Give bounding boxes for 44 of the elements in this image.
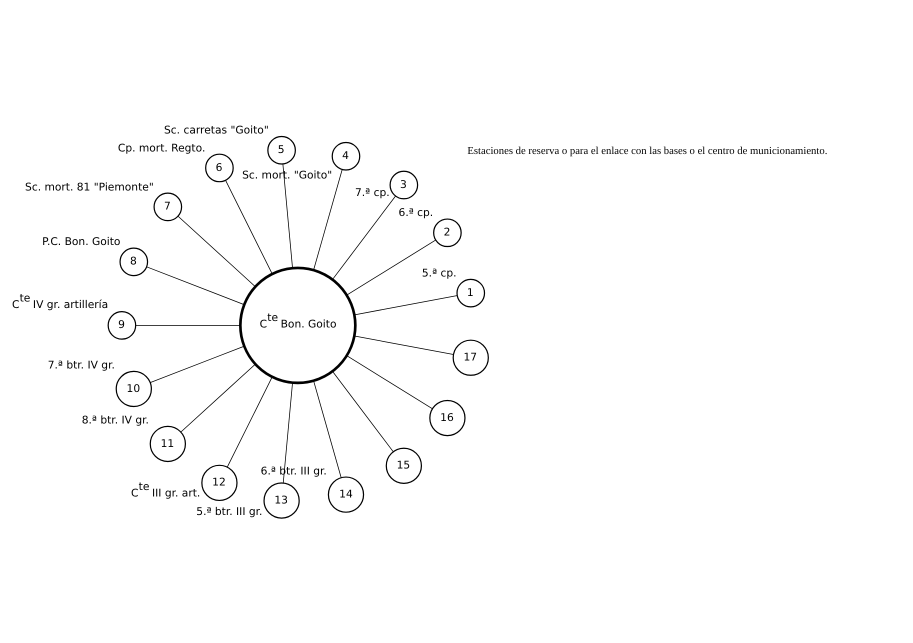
connector	[332, 196, 396, 280]
connector	[180, 364, 256, 433]
node-circle: 3	[390, 170, 418, 200]
node-label: P.C. Bon. Goito	[42, 235, 120, 248]
node-circle: 17	[452, 340, 489, 376]
connector	[346, 240, 436, 296]
node-circle: 6	[205, 154, 234, 182]
node-label: Sc. mort. 81 "Piemonte"	[25, 180, 154, 194]
node-label: 6.ª cp.	[398, 206, 434, 220]
node-circle: 4	[332, 142, 360, 171]
node-circle: 1	[456, 278, 486, 308]
node-circle: 7	[153, 192, 182, 222]
connector	[354, 336, 454, 355]
connector	[313, 169, 343, 270]
connector	[150, 346, 244, 384]
node-label: 5.ª cp.	[422, 266, 457, 280]
node-label: 7.ª cp.	[354, 186, 390, 199]
node-circle: 11	[150, 426, 186, 462]
node-circle: 2	[433, 218, 462, 248]
node-circle: 5	[267, 136, 296, 165]
node-circle: 13	[263, 482, 300, 519]
node-circle: 12	[201, 464, 238, 502]
node-circle: 9	[108, 311, 136, 340]
connector	[225, 180, 273, 274]
node-circle: 15	[386, 448, 422, 484]
connector	[354, 295, 458, 316]
node-circle: 14	[328, 476, 364, 513]
node-label: Cp. mort. Regto.	[118, 141, 206, 154]
connector	[332, 371, 394, 452]
node-label: Sc. carretas "Goito"	[164, 124, 269, 137]
node-circle: 16	[429, 400, 466, 436]
connector	[146, 266, 244, 305]
connector	[313, 380, 342, 478]
connector	[346, 355, 433, 410]
node-circle: 8	[119, 248, 148, 276]
node-circle: 10	[116, 370, 152, 408]
connector	[178, 216, 256, 287]
connector	[282, 164, 293, 268]
connector	[136, 325, 241, 326]
node-label: 5.ª btr. III gr.	[196, 505, 262, 518]
node-label: 8.ª btr. IV gr.	[82, 414, 149, 427]
connector	[226, 376, 273, 468]
label: Estaciones de reserva o para el enlace con las bases o el centro de municionamiento.	[467, 145, 828, 158]
node-label: 7.ª btr. IV gr.	[48, 358, 115, 372]
